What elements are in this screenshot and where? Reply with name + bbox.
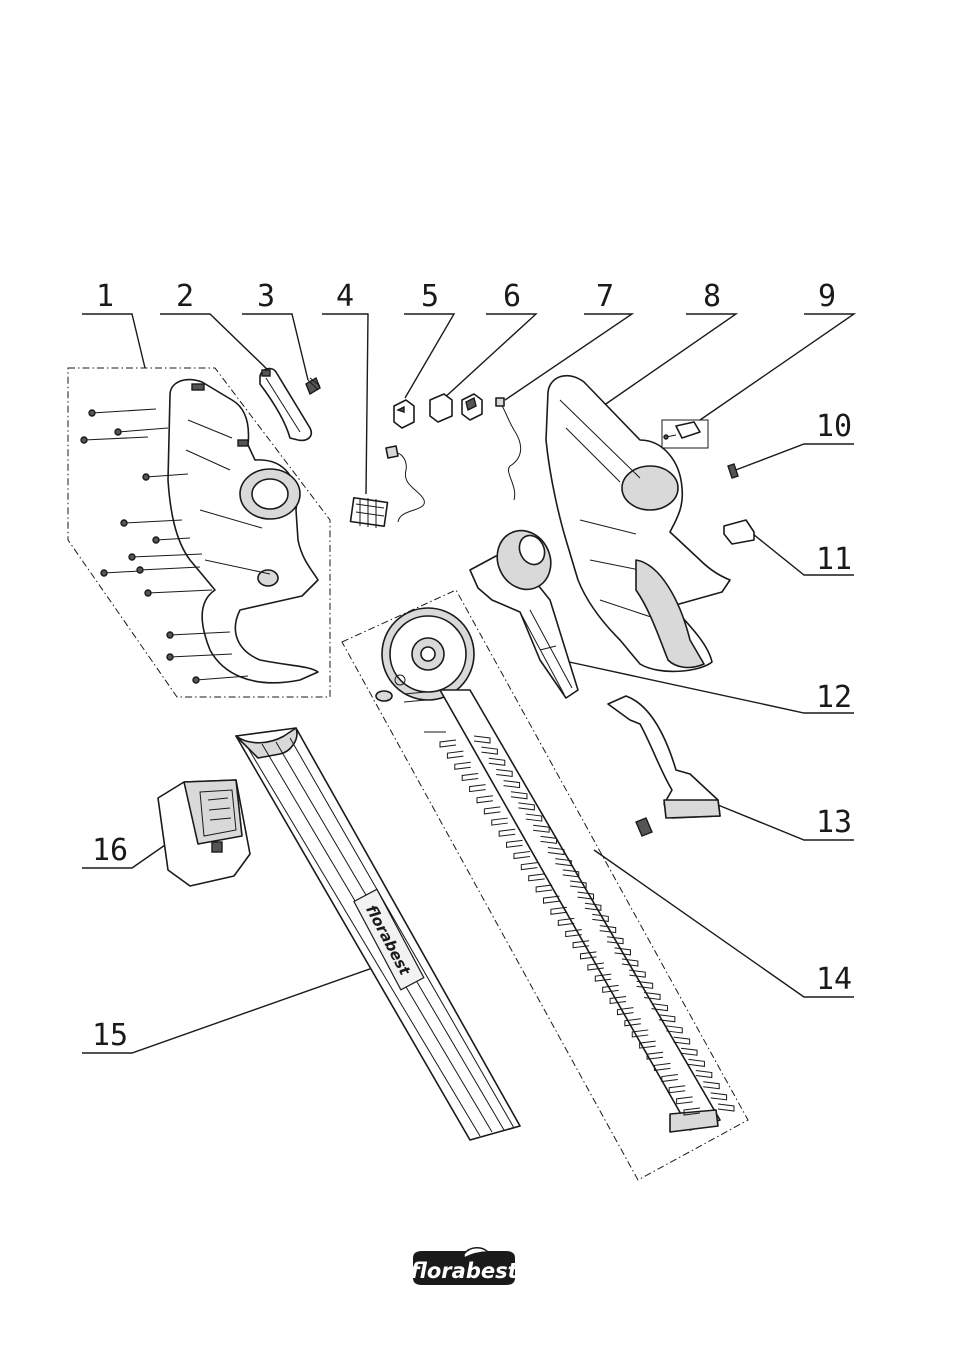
blade-tooth-right — [696, 1071, 712, 1078]
callout-6: 6 — [503, 279, 521, 314]
blade-tooth-right — [711, 1093, 727, 1100]
blade-tooth-right — [703, 1082, 719, 1089]
callout-12: 12 — [816, 680, 852, 715]
blade-tooth-left — [514, 852, 530, 859]
blade-tooth-left — [477, 796, 493, 803]
blade-tooth-left — [484, 807, 500, 814]
callout-5: 5 — [421, 279, 439, 314]
part-7-wire — [496, 398, 521, 500]
blade-tooth-left — [529, 874, 545, 881]
part-2-switch-button — [260, 369, 311, 441]
callout-10: 10 — [816, 409, 852, 444]
callout-9: 9 — [818, 279, 836, 314]
blade-tooth-left — [470, 785, 486, 792]
part-10-pin — [728, 464, 738, 478]
blade-tooth-left — [521, 863, 537, 870]
blade-tooth-left — [507, 840, 523, 847]
blade-tooth-left — [499, 829, 515, 836]
callout-7: 7 — [596, 279, 614, 314]
brand-logo-text: florabest — [410, 1259, 518, 1283]
blade-tooth-right — [688, 1059, 704, 1066]
part-9-clip — [662, 420, 708, 448]
callout-13: 13 — [816, 805, 852, 840]
blade-tooth-left — [440, 740, 456, 747]
part-15-blade-guard: florabest — [236, 728, 520, 1140]
blade-tooth-left — [536, 885, 552, 892]
florabest-logo: florabest — [410, 1248, 518, 1286]
part-16-battery — [158, 780, 250, 886]
part-11-cover — [724, 520, 754, 544]
part-12-motor-drive — [470, 522, 578, 698]
part-4-switch-assembly — [350, 446, 424, 528]
callout-16: 16 — [92, 833, 128, 868]
part-13-front-handle — [608, 696, 720, 836]
callout-4: 4 — [336, 279, 354, 314]
part-6-connector-pair — [430, 394, 482, 422]
callout-14: 14 — [816, 962, 852, 997]
callout-15: 15 — [92, 1018, 128, 1053]
blade-tooth-left — [462, 773, 478, 780]
callout-2: 2 — [176, 279, 194, 314]
blade-tooth-right — [681, 1048, 697, 1055]
callout-1: 1 — [96, 279, 114, 314]
callout-11: 11 — [816, 542, 852, 577]
part-5-connector — [394, 400, 414, 428]
callout-3: 3 — [257, 279, 275, 314]
blade-tooth-left — [455, 762, 471, 769]
callout-8: 8 — [703, 279, 721, 314]
part-14-blade-assembly — [342, 590, 748, 1180]
blade-tooth-left — [447, 751, 463, 758]
blade-tooth-left — [492, 818, 508, 825]
blade-tooth-right — [718, 1104, 734, 1111]
part-3-spring — [306, 378, 320, 394]
